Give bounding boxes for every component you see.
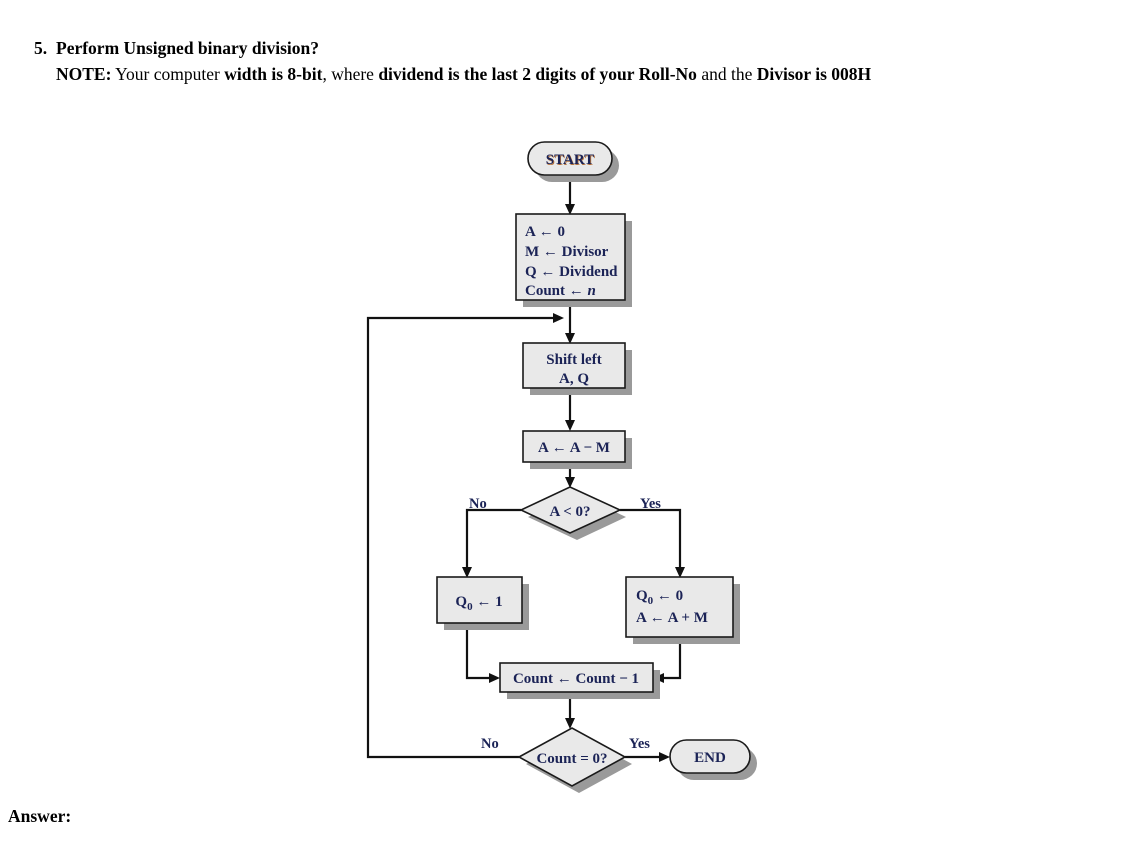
branch-label-yes-count: Yes <box>629 736 650 752</box>
node-end-shape <box>669 739 751 774</box>
arrowhead-testc <box>565 718 575 729</box>
note-bold-dividend: dividend is the last 2 digits of your Ro… <box>378 64 697 84</box>
node-count-label: Count ← Count − 1 <box>513 671 639 687</box>
node-subtract-shape <box>522 430 626 463</box>
node-start-shadow <box>535 149 619 182</box>
node-q0-set-one: Q0 ← 1 <box>436 576 529 630</box>
question-title-line: 5. Perform Unsigned binary division? <box>34 36 1094 61</box>
arrowhead-count-left <box>489 673 500 683</box>
node-shift-shape <box>522 342 626 389</box>
node-shift-line1: Shift left <box>546 352 601 368</box>
node-init-line2: M ← Divisor <box>525 244 609 260</box>
arrowhead-q0-1 <box>462 567 472 578</box>
arrowhead-shift <box>565 333 575 344</box>
edge-testa-no <box>465 508 521 570</box>
node-decision-a-shape <box>519 486 622 534</box>
node-end: END <box>669 739 757 780</box>
node-decision-a-label: A < 0? <box>549 504 590 520</box>
node-count-decrement: Count ← Count − 1 <box>499 662 660 699</box>
edge-q00-count <box>660 637 682 680</box>
node-q0-set-zero: Q0 ← 0 A ← A + M <box>625 576 740 644</box>
node-init-shadow <box>523 221 632 307</box>
node-q0-0-shape <box>625 576 734 638</box>
node-shift-line2: A, Q <box>559 371 589 387</box>
node-q0-0-shadow <box>633 584 740 644</box>
node-count-shadow <box>507 670 660 699</box>
node-init-line4: Count ← n <box>525 283 596 299</box>
arrowhead-init <box>565 204 575 215</box>
node-subtract: A ← A − M <box>522 430 632 469</box>
node-decision-count-shape <box>517 727 627 787</box>
node-count-shape <box>499 662 654 693</box>
node-start-label: START <box>546 152 594 168</box>
note-label: NOTE: <box>56 64 112 84</box>
edge-q01-count <box>465 623 493 680</box>
edge-testa-yes <box>620 508 682 570</box>
question-title: Perform Unsigned binary division? <box>56 38 320 58</box>
arrowhead-testa <box>565 477 575 488</box>
q0-1-q: Q <box>455 594 467 610</box>
node-q0-0-label: Q0 ← 0 <box>636 588 683 607</box>
node-init-line4-italic: n <box>588 283 596 299</box>
node-start-shape <box>527 141 613 176</box>
node-restore-label: A ← A + M <box>636 610 708 626</box>
node-decision-count: Count = 0? <box>517 727 632 793</box>
node-init-shape <box>515 213 626 301</box>
node-subtract-label: A ← A − M <box>538 440 610 456</box>
node-q0-1-shadow <box>444 584 529 630</box>
edge-testc-no-loop <box>366 316 557 759</box>
arrowhead-count-right <box>653 673 664 683</box>
node-decision-count-shadow <box>526 735 632 793</box>
arrowhead-q0-0 <box>675 567 685 578</box>
node-init: A ← 0 M ← Divisor Q ← Dividend Count ← n <box>515 213 632 307</box>
q0-0-sub: 0 <box>648 595 654 607</box>
node-shift-left: Shift left A, Q <box>522 342 632 395</box>
node-decision-count-label: Count = 0? <box>536 751 607 767</box>
note-bold-divisor: Divisor is 008H <box>756 64 872 84</box>
node-end-shadow <box>677 747 757 780</box>
branch-label-no-a: No <box>469 496 487 512</box>
node-start: START START <box>527 141 619 182</box>
node-init-line3: Q ← Dividend <box>525 264 618 280</box>
node-shift-shadow <box>530 350 632 395</box>
branch-label-no-count: No <box>481 736 499 752</box>
question-block: 5. Perform Unsigned binary division? NOT… <box>34 36 1094 87</box>
q0-0-rest: ← 0 <box>653 588 683 604</box>
node-subtract-shadow <box>530 438 632 469</box>
answer-label: Answer: <box>8 806 72 826</box>
note-text-3: and the <box>696 64 757 84</box>
node-init-line1: A ← 0 <box>525 224 565 240</box>
node-q0-1-shape <box>436 576 523 624</box>
note-text-1: Your computer <box>111 64 225 84</box>
q0-1-sub: 0 <box>467 601 473 613</box>
arrowhead-loop-join <box>553 313 564 323</box>
node-decision-a: A < 0? <box>519 486 626 540</box>
q0-1-rest: ← 1 <box>473 594 503 610</box>
question-note: NOTE: Your computer width is 8-bit, wher… <box>56 61 1066 87</box>
node-decision-a-shadow <box>528 494 626 540</box>
flow-connectors <box>366 175 685 762</box>
arrowhead-end <box>659 752 670 762</box>
node-init-line4-pre: Count ← <box>525 283 588 299</box>
node-q0-1-label: Q0 ← 1 <box>455 594 502 613</box>
node-start-label-fringe: START <box>547 153 595 169</box>
question-number: 5. <box>34 38 48 58</box>
note-bold-width: width is 8-bit <box>224 64 323 84</box>
note-text-2: , where <box>322 64 379 84</box>
arrowhead-sub <box>565 420 575 431</box>
q0-0-q: Q <box>636 588 648 604</box>
node-end-label: END <box>694 750 726 766</box>
branch-label-yes-a: Yes <box>640 496 661 512</box>
